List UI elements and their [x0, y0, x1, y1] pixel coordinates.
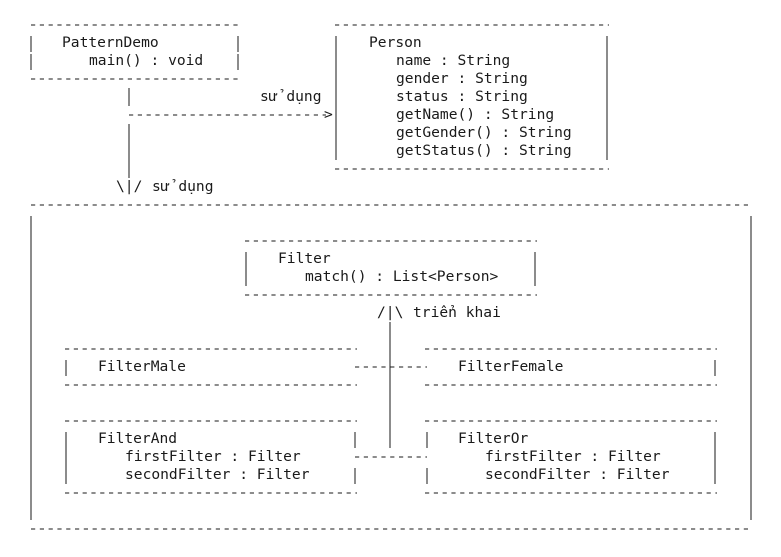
person-member: getGender() : String: [396, 124, 572, 141]
person-member: getName() : String: [396, 106, 554, 123]
person-member: getStatus() : String: [396, 142, 572, 159]
filter-and-name: FilterAnd: [98, 430, 177, 447]
pattern-demo-name: PatternDemo: [62, 34, 159, 51]
uses-person-arrowhead: >: [324, 106, 333, 123]
person-member: gender : String: [396, 70, 528, 87]
filter-and-member: secondFilter : Filter: [125, 466, 310, 483]
person-member: status : String: [396, 88, 528, 105]
filter-and-box: FilterAnd firstFilter : Filter secondFil…: [65, 420, 357, 494]
implements-marker: /|\: [377, 304, 403, 321]
uses-filter-label: sử dụng: [152, 178, 214, 195]
person-box: Person name : String gender : String sta…: [335, 24, 609, 170]
filter-or-member: secondFilter : Filter: [485, 466, 670, 483]
person-member: name : String: [396, 52, 510, 69]
pattern-demo-member: main() : void: [89, 52, 203, 69]
filter-or-box: FilterOr firstFilter : Filter secondFilt…: [425, 420, 717, 494]
filter-female-name: FilterFemale: [458, 358, 563, 375]
filter-male-name: FilterMale: [98, 358, 186, 375]
uses-person-label: sử dụng: [260, 88, 322, 105]
filter-box: Filter match() : List<Person>: [245, 240, 537, 296]
filter-female-box: FilterFemale: [425, 348, 717, 386]
filter-or-member: firstFilter : Filter: [485, 448, 661, 465]
filter-package-box: [30, 204, 752, 530]
filter-member: match() : List<Person>: [305, 268, 499, 285]
uses-person-relation: > sử dụng: [128, 88, 333, 178]
pattern-demo-box: PatternDemo main() : void: [30, 24, 240, 80]
filter-name: Filter: [278, 250, 331, 267]
filter-and-member: firstFilter : Filter: [125, 448, 301, 465]
implements-relation: /|\ triển khai: [355, 304, 501, 458]
uses-filter-relation: \|/ sử dụng: [116, 178, 214, 195]
filter-male-box: FilterMale: [65, 348, 357, 386]
uses-filter-marker: \|/: [116, 178, 142, 195]
filter-or-name: FilterOr: [458, 430, 529, 447]
person-name: Person: [369, 34, 422, 51]
implements-label: triển khai: [413, 304, 501, 321]
